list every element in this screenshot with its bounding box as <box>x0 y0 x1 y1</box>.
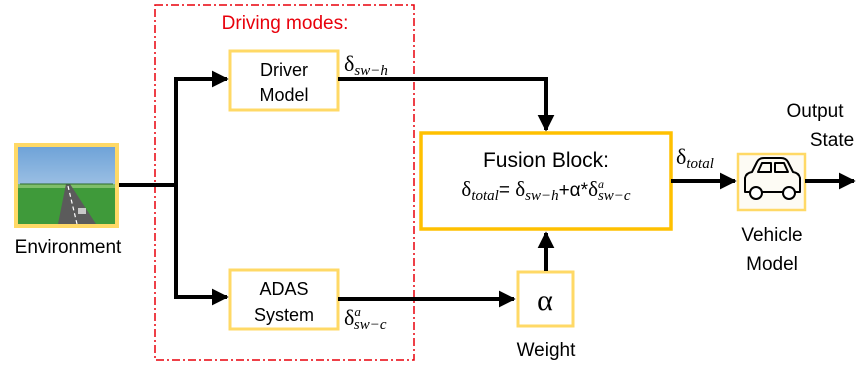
driving-modes-boundary <box>154 4 415 361</box>
fusion-block-title: Fusion Block: <box>483 149 609 172</box>
driver-to-fusion-line <box>338 77 555 132</box>
driver-model-label-line1: Driver <box>260 60 308 80</box>
weight-box <box>516 270 575 328</box>
fusion-block-box <box>419 131 673 231</box>
vehicle-model-label-line2: Model <box>746 254 798 275</box>
driver-output-signal: δsw−h <box>344 51 388 79</box>
environment-image <box>14 143 119 228</box>
driving-modes-title: Driving modes: <box>222 13 349 34</box>
fusion-output-signal: δtotal <box>676 144 714 172</box>
output-state-label-line2: State <box>810 130 854 151</box>
adas-system-label-line2: System <box>254 305 314 325</box>
output-state-label-line1: Output <box>786 101 844 122</box>
environment-label: Environment <box>15 237 122 258</box>
car-icon <box>744 157 801 200</box>
driver-model-label-line2: Model <box>259 85 308 105</box>
vehicle-model-label-line1: Vehicle <box>741 225 802 246</box>
weight-symbol: α <box>537 284 553 317</box>
weight-label: Weight <box>517 340 577 361</box>
adas-system-label-line1: ADAS <box>259 279 308 299</box>
